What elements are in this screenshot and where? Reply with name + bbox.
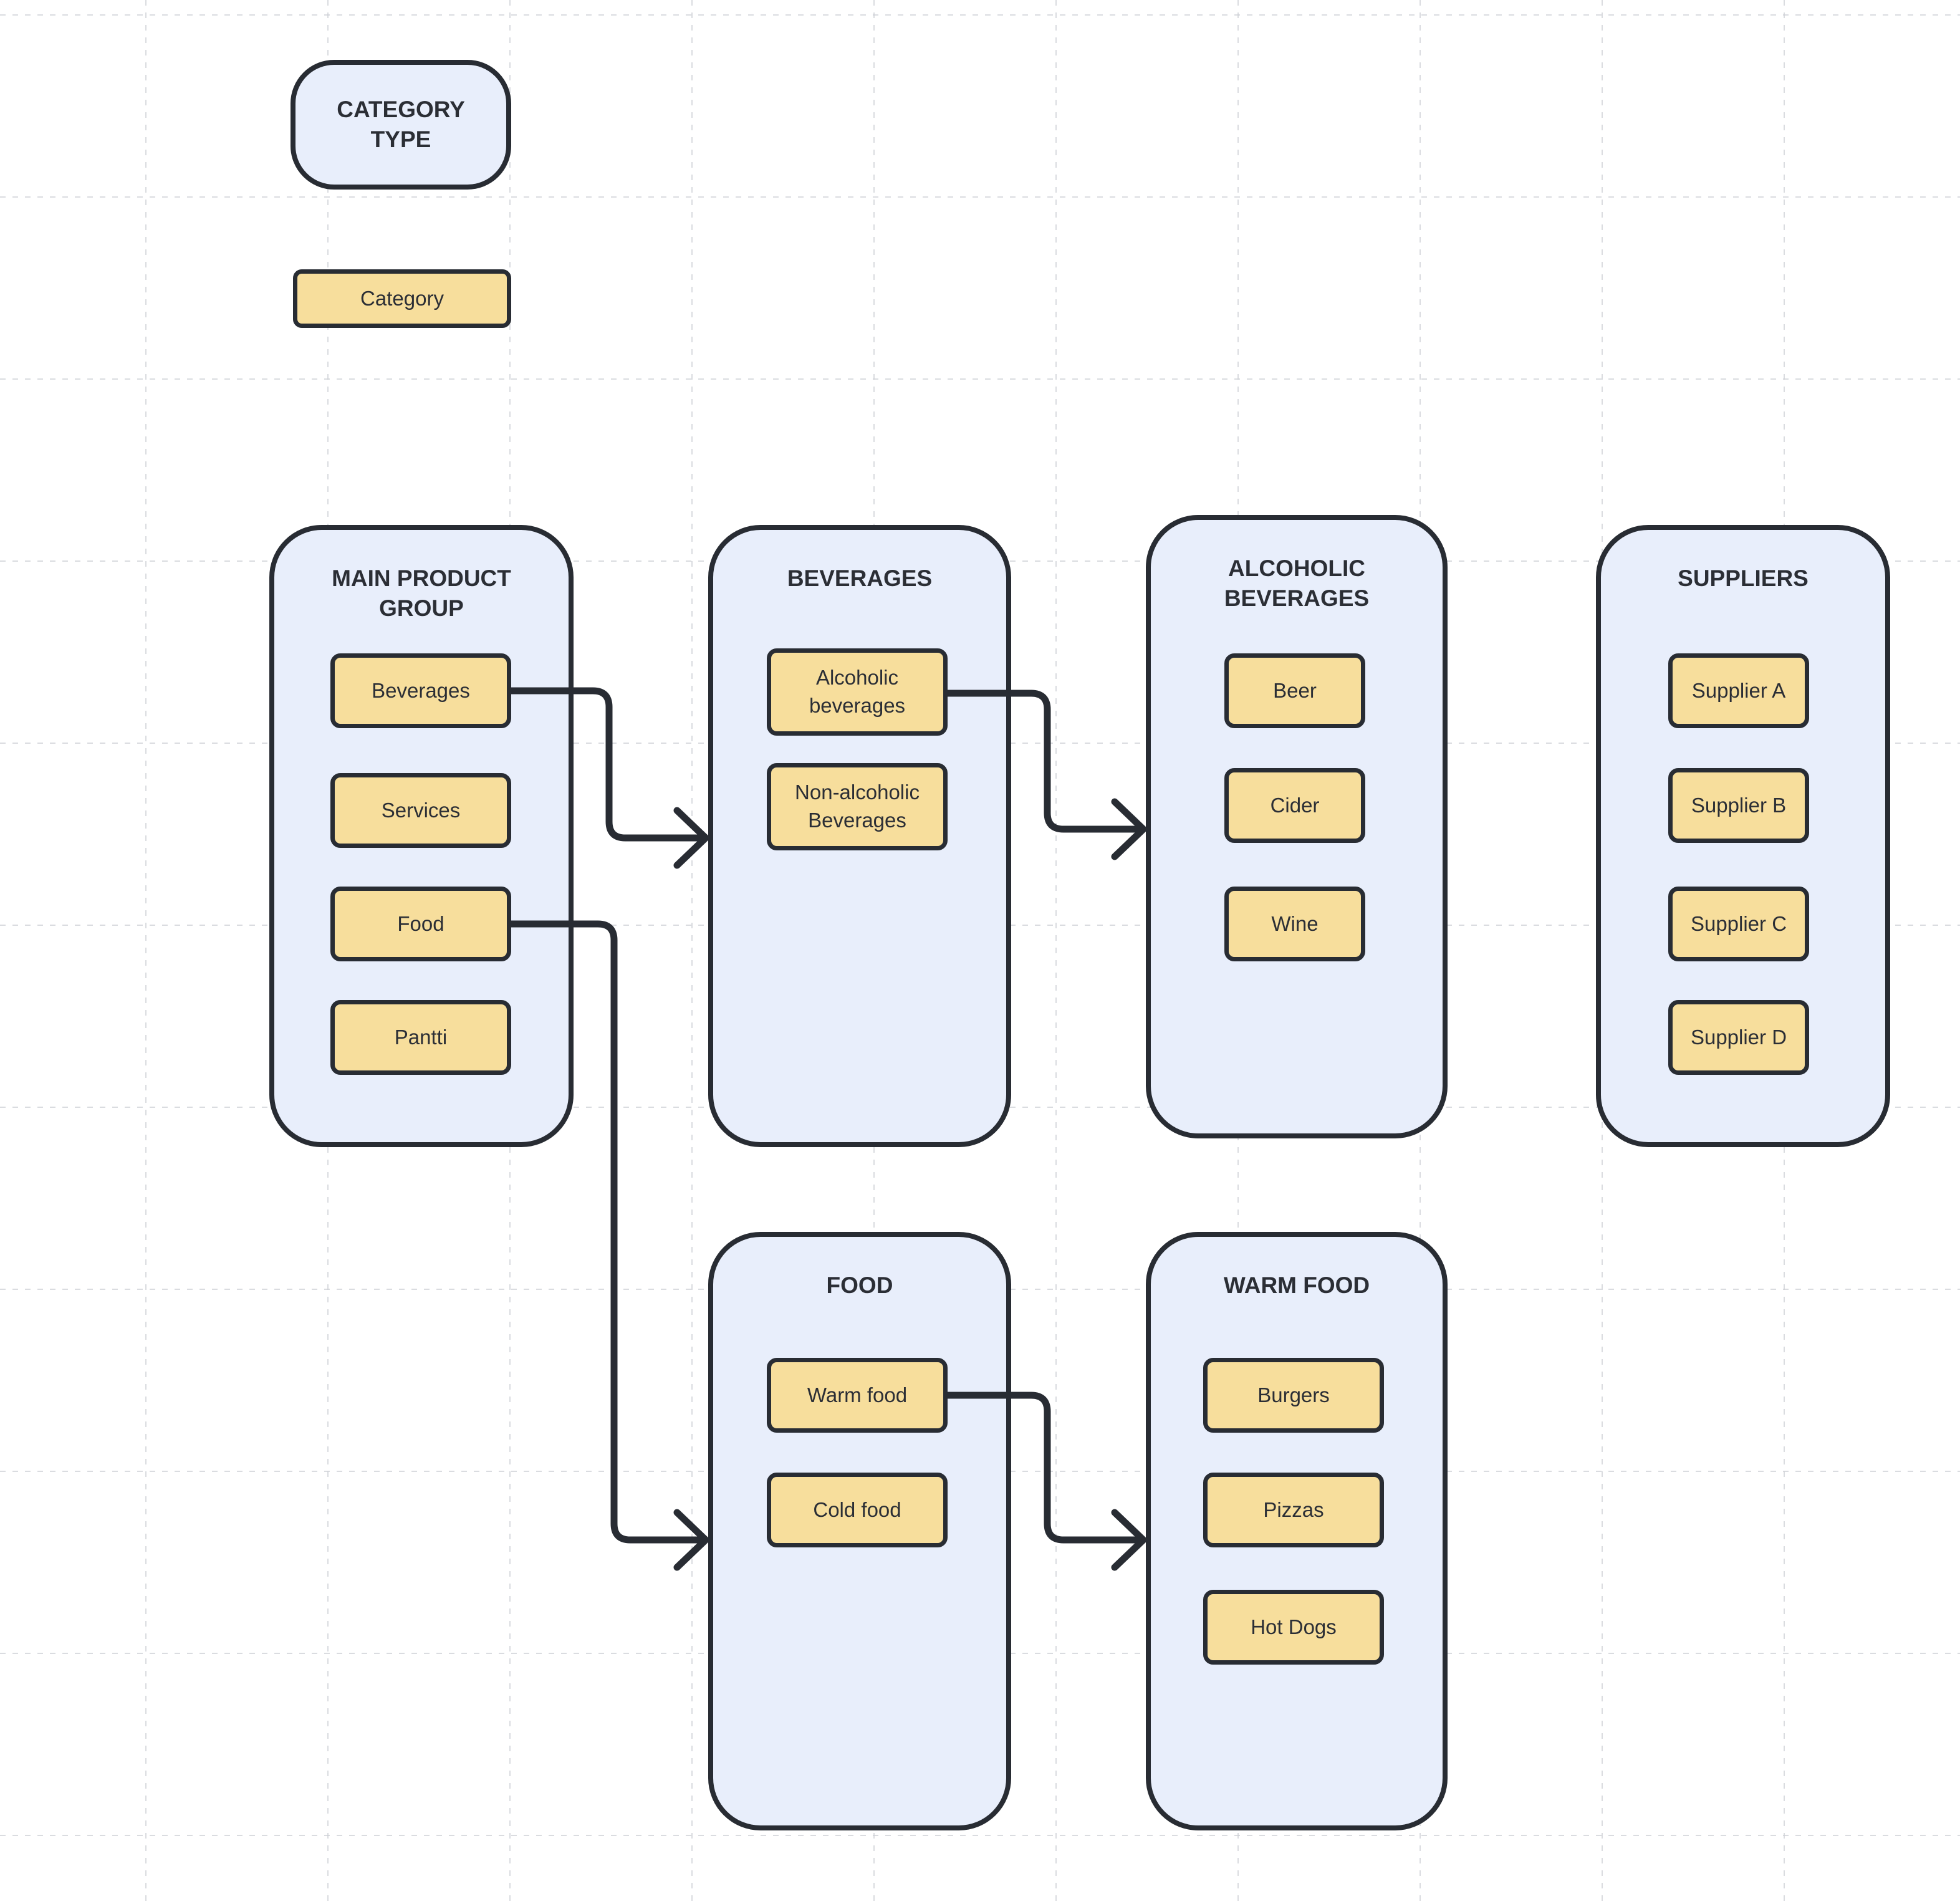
legend-category-type-shape[interactable]: CATEGORY TYPE — [291, 60, 511, 190]
node-beer[interactable]: Beer — [1224, 653, 1365, 728]
node-services-label: Services — [381, 798, 461, 822]
group-suppliers-title: SUPPLIERS — [1678, 565, 1809, 591]
connector-food-arrowhead-icon — [673, 1509, 709, 1571]
node-non-alcoholic-beverages-label: Non-alcoholic Beverages — [795, 781, 920, 832]
group-alcoholic-beverages-title: ALCOHOLIC BEVERAGES — [1224, 555, 1370, 612]
node-cold-food[interactable]: Cold food — [767, 1473, 948, 1547]
node-food-label: Food — [397, 911, 444, 935]
group-warm-food[interactable]: WARM FOOD Burgers Pizzas Hot Dogs — [1146, 1232, 1448, 1830]
connector-warm-food-path — [944, 1392, 1141, 1544]
node-cider-label: Cider — [1270, 793, 1320, 817]
node-beer-label: Beer — [1273, 678, 1317, 702]
node-hot-dogs-label: Hot Dogs — [1251, 1615, 1337, 1638]
node-wine[interactable]: Wine — [1224, 887, 1365, 961]
node-cold-food-label: Cold food — [813, 1498, 901, 1521]
group-main-product-group[interactable]: MAIN PRODUCT GROUP Beverages Services Fo… — [269, 525, 574, 1147]
node-supplier-a-label: Supplier A — [1691, 678, 1786, 702]
node-supplier-b-label: Supplier B — [1691, 793, 1787, 817]
node-beverages-label: Beverages — [372, 678, 470, 702]
node-pizzas[interactable]: Pizzas — [1203, 1473, 1384, 1547]
group-warm-food-title: WARM FOOD — [1223, 1272, 1370, 1298]
connector-beverages-to-beverages-group[interactable] — [507, 687, 709, 869]
connector-beverages-arrowhead-icon — [673, 807, 709, 869]
connector-food-path — [507, 920, 703, 1544]
group-suppliers[interactable]: SUPPLIERS Supplier A Supplier B Supplier… — [1596, 525, 1890, 1147]
node-cider[interactable]: Cider — [1224, 768, 1365, 843]
node-warm-food[interactable]: Warm food — [767, 1358, 948, 1433]
connector-warm-food-to-warm-food-group[interactable] — [944, 1392, 1147, 1571]
connector-beverages-path — [507, 687, 703, 842]
node-pantti-label: Pantti — [394, 1025, 448, 1049]
node-supplier-d-label: Supplier D — [1690, 1025, 1787, 1049]
node-pantti[interactable]: Pantti — [330, 1000, 511, 1075]
node-warm-food-label: Warm food — [807, 1383, 908, 1406]
legend-category-label: Category — [360, 286, 444, 310]
group-food-title: FOOD — [826, 1272, 893, 1298]
legend-category-shape[interactable]: Category — [293, 269, 511, 328]
group-beverages[interactable]: BEVERAGES Alcoholic beverages Non-alcoho… — [708, 525, 1011, 1147]
connector-alcoholic-arrowhead-icon — [1111, 798, 1147, 860]
node-services[interactable]: Services — [330, 773, 511, 848]
node-hot-dogs[interactable]: Hot Dogs — [1203, 1590, 1384, 1665]
group-food[interactable]: FOOD Warm food Cold food — [708, 1232, 1011, 1830]
node-supplier-d[interactable]: Supplier D — [1668, 1000, 1809, 1075]
group-alcoholic-beverages[interactable]: ALCOHOLIC BEVERAGES Beer Cider Wine — [1146, 515, 1448, 1138]
connector-warm-food-arrowhead-icon — [1111, 1509, 1147, 1571]
group-main-product-group-title: MAIN PRODUCT GROUP — [332, 565, 511, 622]
node-burgers[interactable]: Burgers — [1203, 1358, 1384, 1433]
node-alcoholic-beverages-label: Alcoholic beverages — [809, 666, 906, 717]
group-beverages-title: BEVERAGES — [787, 565, 933, 591]
node-supplier-c[interactable]: Supplier C — [1668, 887, 1809, 961]
node-food[interactable]: Food — [330, 887, 511, 961]
node-supplier-b[interactable]: Supplier B — [1668, 768, 1809, 843]
node-burgers-label: Burgers — [1257, 1383, 1330, 1406]
connector-alcoholic-path — [944, 690, 1141, 833]
node-wine-label: Wine — [1271, 911, 1319, 935]
node-supplier-a[interactable]: Supplier A — [1668, 653, 1809, 728]
connector-food-to-food-group[interactable] — [507, 920, 709, 1571]
legend-category-type-label: CATEGORY TYPE — [337, 96, 465, 152]
connector-alcoholic-to-alcoholic-group[interactable] — [944, 690, 1147, 860]
node-supplier-c-label: Supplier C — [1690, 911, 1787, 935]
node-non-alcoholic-beverages[interactable]: Non-alcoholic Beverages — [767, 763, 948, 850]
node-pizzas-label: Pizzas — [1263, 1498, 1324, 1521]
node-beverages[interactable]: Beverages — [330, 653, 511, 728]
